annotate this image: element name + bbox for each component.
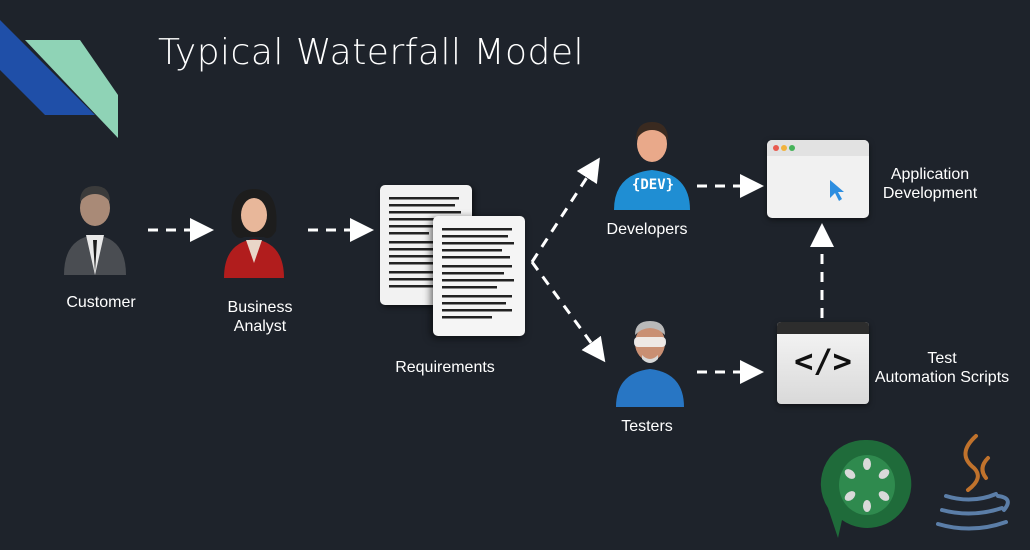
developer-icon	[614, 122, 690, 210]
customer-icon	[64, 186, 126, 275]
code-window-titlebar	[777, 322, 869, 334]
cucumber-logo-icon	[820, 439, 912, 538]
window-close-dot	[773, 145, 779, 151]
arrow-requirements-to-developers	[530, 157, 600, 263]
developers-label: Developers	[606, 221, 688, 238]
window-titlebar	[767, 140, 869, 156]
business-analyst-icon	[224, 189, 284, 278]
testers-label: Testers	[621, 418, 673, 435]
arrow-requirements-to-testers	[530, 261, 606, 363]
customer-label: Customer	[66, 294, 136, 311]
window-minimize-dot	[781, 145, 787, 151]
code-symbol: </>	[794, 342, 852, 380]
slide-title: Typical Waterfall Model	[158, 32, 585, 73]
test-automation-scripts-label: Test Automation Scripts	[874, 350, 1010, 386]
application-development-label: Application Development	[882, 166, 978, 202]
window-maximize-dot	[789, 145, 795, 151]
requirements-label: Requirements	[395, 359, 495, 376]
business-analyst-label: Business Analyst	[227, 299, 293, 335]
java-logo-icon	[936, 434, 1010, 531]
cursor-icon	[830, 180, 844, 201]
requirements-document-front	[433, 216, 525, 336]
corner-decoration	[0, 20, 118, 138]
code-window-icon: </>	[777, 322, 869, 404]
dev-badge: {DEV}	[631, 177, 675, 193]
tester-icon	[616, 321, 684, 407]
application-window-icon	[767, 140, 869, 218]
